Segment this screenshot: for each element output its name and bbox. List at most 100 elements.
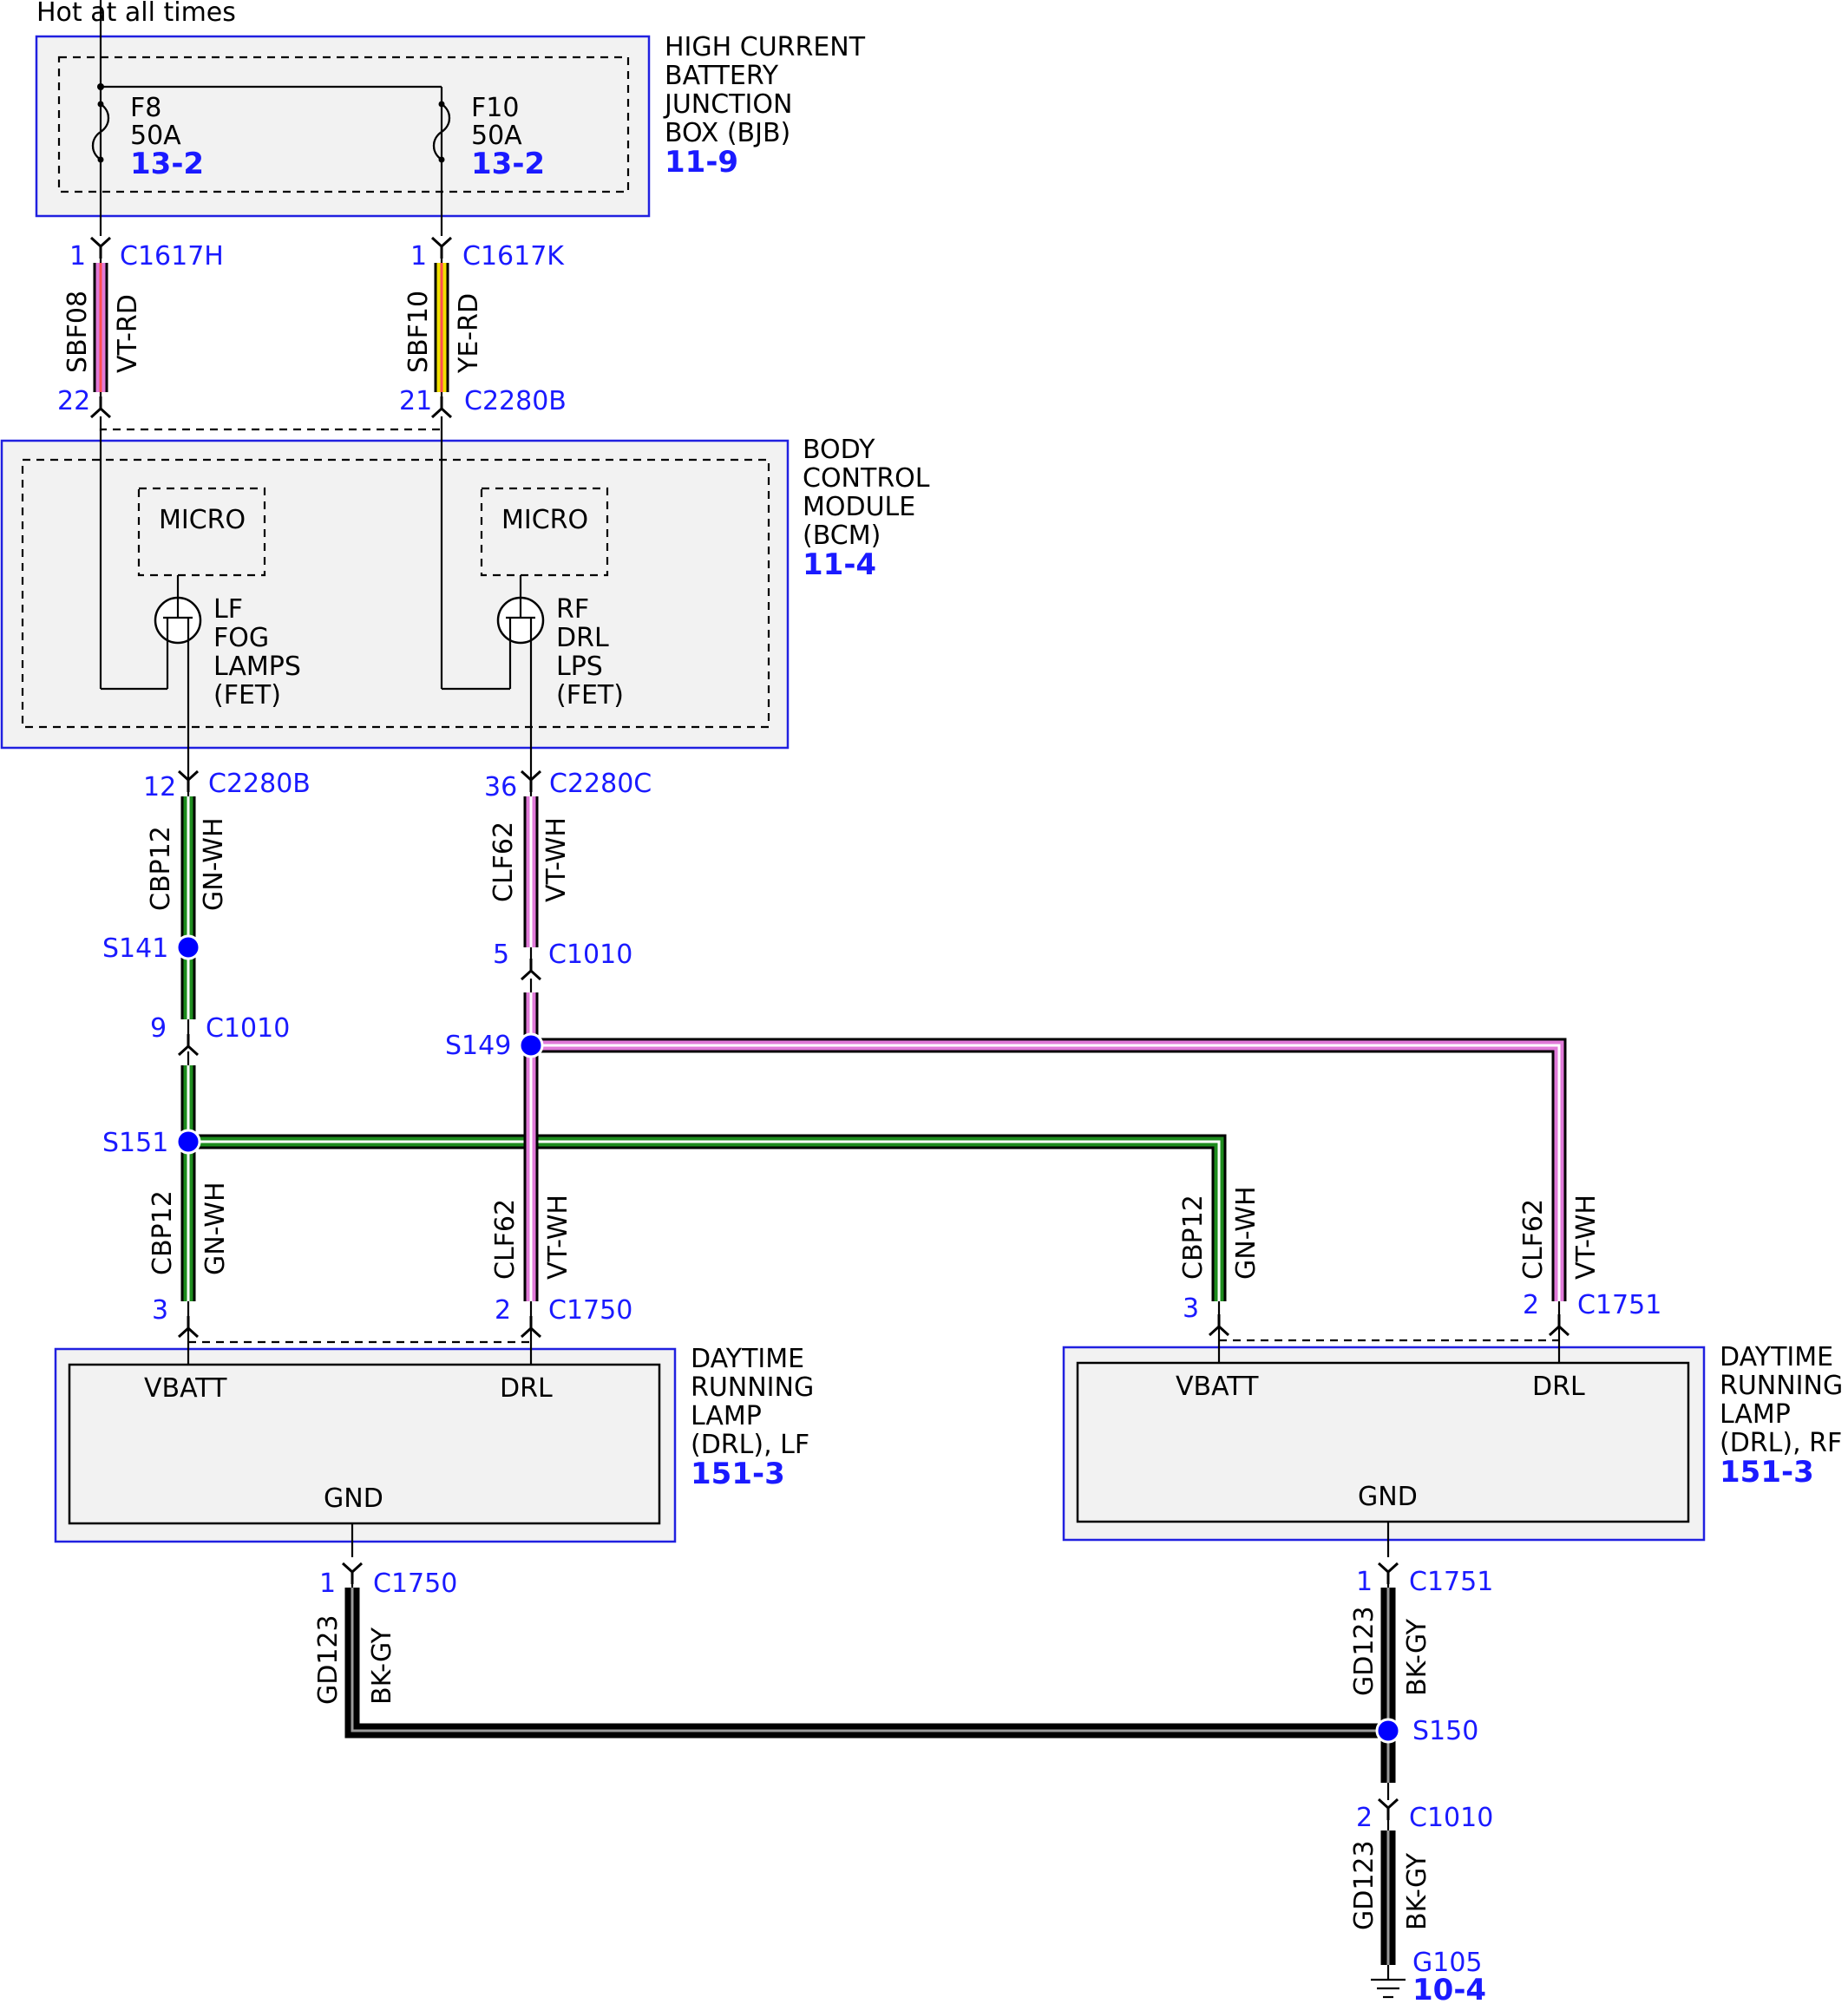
fuse-f8-name: F8 xyxy=(130,93,161,123)
drl-lf-label-1: DAYTIME xyxy=(691,1344,804,1374)
fet-right-icon xyxy=(496,575,545,645)
conn-c1750-1: C1750 xyxy=(373,1568,457,1599)
bjb-label-2: BATTERY xyxy=(665,61,779,91)
drl-lf-vbatt: VBATT xyxy=(144,1373,227,1404)
conn-c1010-5: C1010 xyxy=(548,940,632,970)
conn-c1750-2: C1750 xyxy=(548,1295,632,1326)
wire-clf62 xyxy=(523,796,1567,1301)
pin-c1750-1: 1 xyxy=(319,1568,336,1599)
micro-left-label: MICRO xyxy=(159,505,246,535)
drl-rf-label-2: RUNNING xyxy=(1720,1371,1843,1401)
micro-right-label: MICRO xyxy=(501,505,588,535)
pin-c1751-3: 3 xyxy=(1183,1293,1199,1324)
splice-s149-label: S149 xyxy=(445,1031,511,1061)
pin-c2280b-21: 21 xyxy=(399,386,432,416)
drl-lf-label-4: (DRL), LF xyxy=(691,1430,809,1460)
drl-lf-gnd: GND xyxy=(324,1483,383,1514)
pin-c1010-2: 2 xyxy=(1356,1803,1373,1833)
pin-c1010-9: 9 xyxy=(150,1013,167,1044)
wire-clf62-top-circuit: CLF62 xyxy=(488,822,519,902)
fuse-f10-name: F10 xyxy=(471,93,519,123)
wire-sbf10-color: YE-RD xyxy=(454,293,484,374)
splice-s151 xyxy=(175,1129,201,1155)
drl-rf-gnd: GND xyxy=(1358,1482,1418,1512)
pin-c1617h: 1 xyxy=(69,241,86,272)
pin-c1617k: 1 xyxy=(410,241,427,272)
fuse-f8-icon xyxy=(91,83,110,163)
bjb-ref[interactable]: 11-9 xyxy=(665,145,738,180)
conn-c2280b-12: C2280B xyxy=(208,769,311,799)
fet-right-label-1: RF xyxy=(556,594,589,625)
wire-gd123-rf-color: BK-GY xyxy=(1402,1618,1432,1696)
pin-c1751-2: 2 xyxy=(1523,1290,1539,1320)
drl-rf-label-3: LAMP xyxy=(1720,1399,1791,1430)
pin-c1010-5: 5 xyxy=(493,940,509,970)
drl-rf-box xyxy=(1062,1346,1706,1542)
wire-sbf08-color: VT-RD xyxy=(113,294,143,373)
drl-lf-label-3: LAMP xyxy=(691,1401,762,1431)
internal-wiring xyxy=(99,0,1561,1557)
ground-ref[interactable]: 10-4 xyxy=(1412,1973,1486,2004)
wire-gd123-rf-circuit: GD123 xyxy=(1349,1606,1379,1696)
fet-left-icon xyxy=(154,575,202,645)
wire-sbf10-circuit: SBF10 xyxy=(403,291,434,373)
wire-gd123-g-color: BK-GY xyxy=(1402,1852,1432,1930)
pin-c1750-2: 2 xyxy=(495,1295,511,1326)
bcm-ref[interactable]: 11-4 xyxy=(803,547,876,582)
conn-c2280c-36: C2280C xyxy=(549,769,652,799)
drl-rf-label-1: DAYTIME xyxy=(1720,1342,1833,1372)
splice-s149 xyxy=(518,1032,544,1058)
drl-rf-vbatt: VBATT xyxy=(1176,1372,1259,1402)
wire-cbp12-top-circuit: CBP12 xyxy=(146,826,176,911)
splice-s141-label: S141 xyxy=(102,933,168,964)
conn-c1617h: C1617H xyxy=(120,241,224,272)
bjb-label-4: BOX (BJB) xyxy=(665,118,790,148)
micro-right-box xyxy=(480,487,609,577)
conn-c1617k: C1617K xyxy=(462,241,565,272)
drl-rf-label-4: (DRL), RF xyxy=(1720,1428,1842,1458)
conn-c1010-9: C1010 xyxy=(206,1013,290,1044)
bjb-label-3: JUNCTION xyxy=(663,89,792,120)
splice-s141 xyxy=(175,934,201,960)
bjb-label-1: HIGH CURRENT xyxy=(665,32,866,62)
wire-cbp12-lf-color: GN-WH xyxy=(200,1182,231,1275)
bcm-label-3: MODULE xyxy=(803,492,915,522)
bcm-box xyxy=(0,439,790,750)
fet-left-label-2: FOG xyxy=(213,623,269,653)
conn-c2280b-21: C2280B xyxy=(464,386,567,416)
splice-s151-label: S151 xyxy=(102,1128,168,1158)
wire-cbp12-lf-circuit: CBP12 xyxy=(147,1190,178,1275)
drl-lf-label-2: RUNNING xyxy=(691,1372,814,1403)
pin-c2280c-36: 36 xyxy=(484,772,517,802)
bcm-label-2: CONTROL xyxy=(803,463,930,494)
fet-right-label-2: DRL xyxy=(556,623,609,653)
drl-lf-box xyxy=(54,1347,677,1543)
wire-sbf08-circuit: SBF08 xyxy=(62,291,93,373)
fuse-f8-ref[interactable]: 13-2 xyxy=(130,147,204,181)
splice-s150-label: S150 xyxy=(1412,1716,1478,1746)
drl-lf-ref[interactable]: 151-3 xyxy=(691,1457,785,1491)
drl-rf-ref[interactable]: 151-3 xyxy=(1720,1455,1814,1490)
splice-dots xyxy=(175,934,1401,1744)
wire-clf62-rf-color: VT-WH xyxy=(1571,1195,1602,1280)
wire-clf62-top-color: VT-WH xyxy=(541,817,572,902)
wire-cbp12-top-color: GN-WH xyxy=(199,817,229,911)
drl-rf-drl: DRL xyxy=(1532,1372,1585,1402)
fet-left-label-1: LF xyxy=(213,594,243,625)
fuse-f10-ref[interactable]: 13-2 xyxy=(471,147,545,181)
pin-c2280b-12: 12 xyxy=(143,772,176,802)
bjb-box xyxy=(35,35,651,218)
wire-gd123-g-circuit: GD123 xyxy=(1349,1840,1379,1930)
splice-s150 xyxy=(1375,1718,1401,1744)
fet-left-label-3: LAMPS xyxy=(213,652,301,682)
wire-clf62-lf-color: VT-WH xyxy=(543,1195,573,1280)
fet-right-label-3: LPS xyxy=(556,652,603,682)
conn-c1751-2: C1751 xyxy=(1577,1290,1661,1320)
ground-icon xyxy=(1371,1965,1406,1999)
wire-clf62-rf-circuit: CLF62 xyxy=(1518,1199,1549,1280)
bcm-label-4: (BCM) xyxy=(803,521,881,551)
wire-gd123-lf-circuit: GD123 xyxy=(313,1614,344,1705)
fet-right-label-4: (FET) xyxy=(556,680,624,711)
wire-cbp12-rf-circuit: CBP12 xyxy=(1178,1195,1209,1280)
